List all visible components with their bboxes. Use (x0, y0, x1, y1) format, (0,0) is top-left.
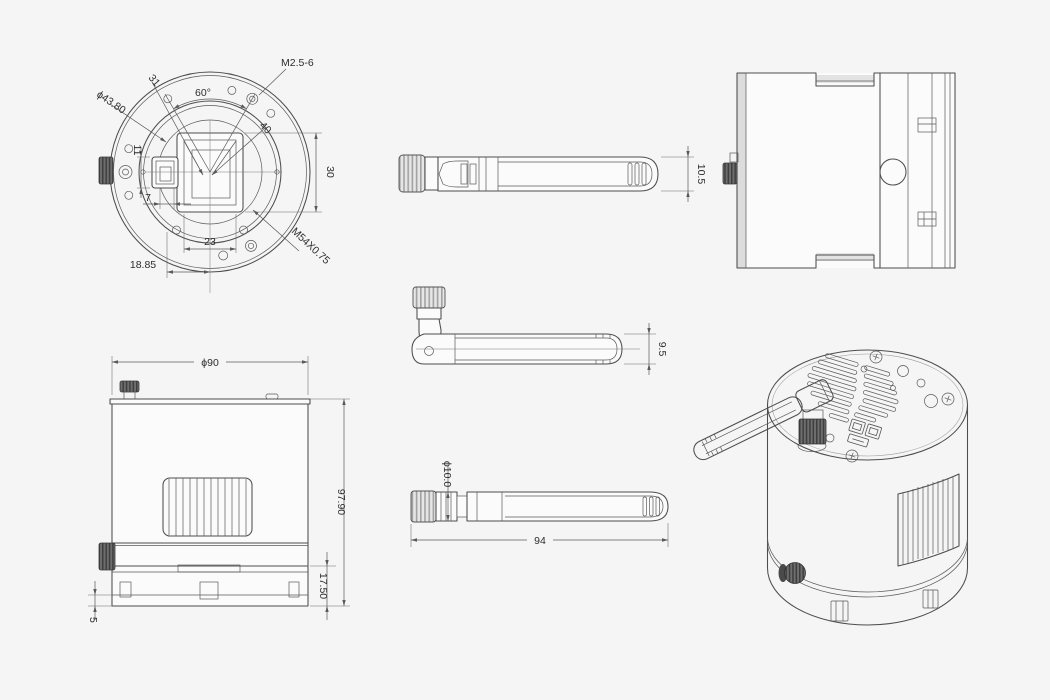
dim-m2-5-6: M2.5-6 (281, 57, 314, 69)
dim-18-85: 18.85 (130, 259, 156, 271)
antenna-bottom-dimensions: ϕ10.0 94 (410, 461, 669, 547)
antenna-bent-dimension: 9.5 (624, 323, 668, 375)
left-thumbscrew (98, 542, 116, 571)
antenna-3d-knurl (798, 418, 827, 445)
antenna-3d (693, 379, 834, 461)
bent-knurl-cap (412, 286, 446, 309)
side-vent-panel (897, 473, 960, 567)
top-connector-cap (119, 380, 140, 393)
dim-10-5: 10.5 (695, 164, 707, 185)
dim-97-90: 97.90 (335, 489, 347, 515)
dim-phi-43-80: ϕ43.80 (94, 89, 128, 117)
elevation-dimensions: ϕ90 97.90 17.50 5 (87, 356, 350, 623)
top-screws (845, 350, 955, 463)
dim-9-5: 9.5 (656, 342, 668, 357)
dim-31: 31 (146, 72, 163, 89)
side-port (151, 156, 179, 189)
dim-60deg: 60° (195, 87, 211, 99)
dim-7: 7 (145, 192, 151, 204)
antenna-top-dimension: 10.5 (661, 146, 707, 202)
top-vent-slots (807, 353, 899, 423)
top-usb-ports (847, 418, 882, 448)
antenna-knurl-cap (398, 154, 426, 193)
camera-front-elevation: ϕ90 97.90 17.50 5 (87, 356, 350, 623)
dim-11: 11 (131, 145, 143, 156)
base-feet (830, 589, 939, 622)
antenna-dimension-view: ϕ10.0 94 (410, 461, 669, 547)
dim-m54: M54X0.75 (289, 225, 332, 267)
perspective-view (693, 349, 969, 626)
camera-side-view (722, 72, 956, 269)
front-view: ϕ43.80 31 40 60° M2.5-6 30 11 (94, 57, 336, 293)
side-latch-top (917, 117, 937, 133)
dim-phi-90: ϕ90 (201, 357, 219, 369)
antenna-bent-view: 9.5 (411, 286, 668, 375)
dim-17-50: 17.50 (317, 573, 329, 599)
dim-23: 23 (204, 236, 216, 248)
dim-94: 94 (534, 535, 546, 547)
dim-30: 30 (324, 166, 336, 178)
dim-40: 40 (257, 120, 274, 137)
dim-5: 5 (87, 617, 99, 623)
side-thumbscrew (722, 162, 738, 185)
antenna-top-view: 10.5 (398, 146, 707, 202)
top-holes (825, 365, 938, 443)
bottom-knurl-cap (410, 490, 437, 523)
front-thumbscrew (98, 156, 114, 185)
dim-phi-10: ϕ10.0 (441, 461, 453, 487)
body-thumbscrew (784, 562, 806, 584)
side-latch-bottom (917, 211, 937, 227)
heatsink-ribs (162, 477, 253, 537)
